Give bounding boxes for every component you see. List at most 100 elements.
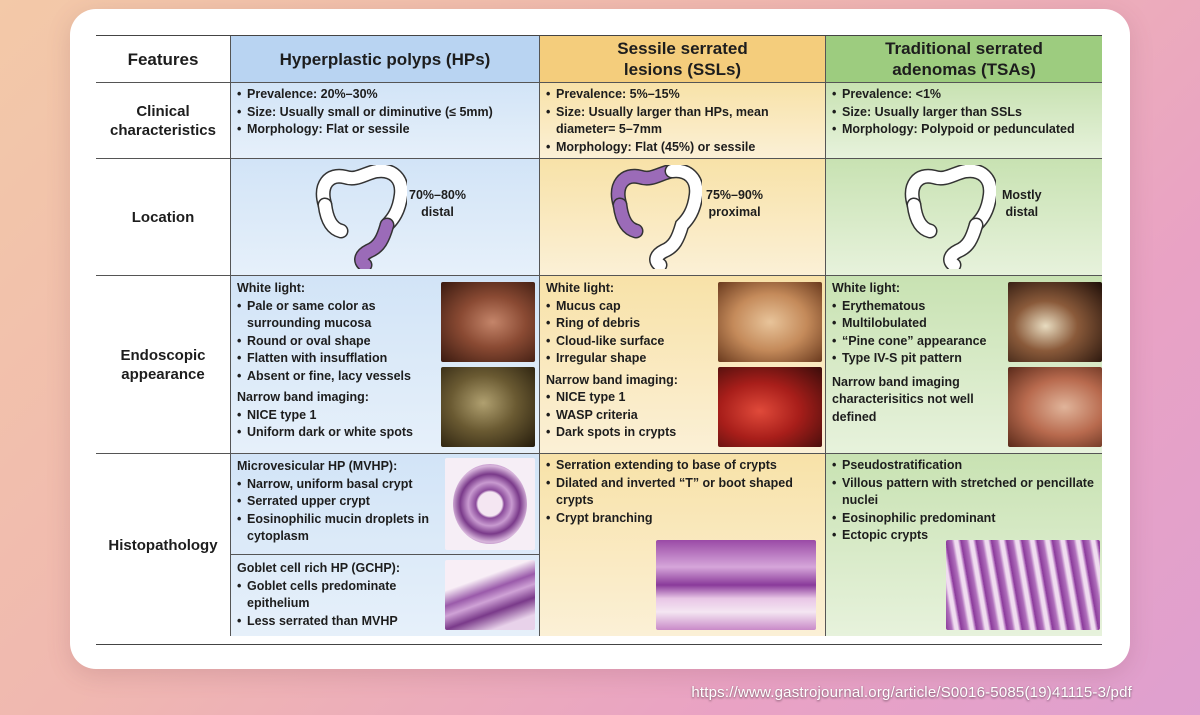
header-hp: Hyperplastic polyps (HPs) (230, 36, 539, 83)
bullet-item: NICE type 1 (237, 407, 437, 425)
clinical-tsa: Prevalence: <1% Size: Usually larger tha… (825, 83, 1102, 159)
bullet-item: Type IV-S pit pattern (832, 350, 998, 368)
location-line: 75%–90% (706, 188, 763, 202)
bullet-item: Pale or same color as surrounding mucosa (237, 298, 437, 333)
bullet-item: Pseudostratification (832, 457, 1098, 475)
location-ssl: 75%–90% proximal (539, 159, 825, 276)
header-ssl-line: Sessile serrated (617, 39, 748, 58)
bullet-item: NICE type 1 (546, 389, 712, 407)
header-tsa: Traditional serrated adenomas (TSAs) (825, 36, 1102, 83)
endoscopy-white-light-photo (1008, 282, 1102, 362)
bullet-item: Uniform dark or white spots (237, 424, 437, 442)
bullet-item: Prevalence: 5%–15% (546, 86, 821, 104)
bullet-item: Goblet cells predominate epithelium (237, 578, 437, 613)
bullet-item: Morphology: Flat or sessile (237, 121, 535, 139)
clinical-ssl: Prevalence: 5%–15% Size: Usually larger … (539, 83, 825, 159)
header-ssl: Sessile serrated lesions (SSLs) (539, 36, 825, 83)
bullet-item: Mucus cap (546, 298, 712, 316)
clinical-hp: Prevalence: 20%–30% Size: Usually small … (230, 83, 539, 159)
white-light-title: White light: (832, 281, 901, 295)
endoscopic-ssl: White light: Mucus cap Ring of debris Cl… (539, 276, 825, 454)
histopathology-ssl: Serration extending to base of crypts Di… (539, 454, 825, 636)
endoscopy-nbi-photo (718, 367, 822, 447)
location-hp-text: 70%–80% distal (409, 187, 466, 221)
location-line: distal (421, 205, 454, 219)
endoscopy-white-light-photo (718, 282, 822, 362)
gchp-histology-image (445, 560, 535, 630)
endoscopy-white-light-photo (441, 282, 535, 362)
colon-proximal-diagram (610, 165, 702, 269)
mvhp-title: Microvesicular HP (MVHP): (237, 459, 398, 473)
row-label-line: Endoscopic (120, 346, 206, 364)
bullet-item: Villous pattern with stretched or pencil… (832, 475, 1098, 510)
nbi-title: Narrow band imaging: (546, 372, 678, 387)
location-tsa: Mostly distal (825, 159, 1102, 276)
location-line: Mostly (1002, 188, 1042, 202)
bullet-item: Serration extending to base of crypts (546, 457, 821, 475)
histopathology-hp: Microvesicular HP (MVHP): Narrow, unifor… (230, 454, 539, 636)
location-ssl-text: 75%–90% proximal (706, 187, 763, 221)
nbi-title: Narrow band imaging: (237, 390, 369, 404)
location-hp: 70%–80% distal (230, 159, 539, 276)
ssl-histology-image (656, 540, 816, 630)
endoscopic-tsa: White light: Erythematous Multilobulated… (825, 276, 1102, 454)
mvhp-histology-image (445, 458, 535, 550)
bullet-item: Absent or fine, lacy vessels (237, 368, 437, 386)
histopathology-tsa: Pseudostratification Villous pattern wit… (825, 454, 1102, 636)
colon-distal-diagram (904, 165, 996, 269)
bullet-item: Erythematous (832, 298, 998, 316)
bullet-item: Round or oval shape (237, 333, 437, 351)
bullet-item: “Pine cone” appearance (832, 333, 998, 351)
header-hp-label: Hyperplastic polyps (HPs) (279, 49, 491, 69)
bullet-item: Dark spots in crypts (546, 424, 712, 442)
row-label-histopathology: Histopathology (96, 454, 230, 636)
source-url: https://www.gastrojournal.org/article/S0… (691, 684, 1132, 701)
bullet-item: Size: Usually larger than SSLs (832, 104, 1098, 122)
bullet-item: Flatten with insufflation (237, 350, 437, 368)
row-label-location: Location (96, 159, 230, 276)
row-label-line: appearance (121, 365, 205, 383)
row-label-line: Clinical (136, 102, 190, 120)
bullet-item: Size: Usually small or diminutive (≤ 5mm… (237, 104, 535, 122)
bullet-item: Size: Usually larger than HPs, mean diam… (546, 104, 821, 139)
bullet-item: WASP criteria (546, 407, 712, 425)
bullet-item: Eosinophilic mucin droplets in cytoplasm (237, 511, 437, 546)
bullet-item: Irregular shape (546, 350, 712, 368)
endoscopy-nbi-photo (441, 367, 535, 447)
slide-card: Features Hyperplastic polyps (HPs) Sessi… (70, 9, 1130, 669)
serrated-polyps-table: Features Hyperplastic polyps (HPs) Sessi… (96, 35, 1102, 645)
bullet-item: Crypt branching (546, 510, 821, 528)
header-ssl-line: lesions (SSLs) (623, 60, 742, 79)
endoscopy-nbi-photo (1008, 367, 1102, 447)
bullet-item: Morphology: Flat (45%) or sessile (546, 139, 821, 157)
row-label-line: Histopathology (108, 536, 218, 554)
location-line: distal (1005, 205, 1039, 219)
location-line: proximal (708, 205, 761, 219)
bullet-item: Morphology: Polypoid or pedunculated (832, 121, 1098, 139)
bullet-item: Ring of debris (546, 315, 712, 333)
bullet-item: Narrow, uniform basal crypt (237, 476, 437, 494)
header-features-label: Features (127, 49, 199, 69)
bullet-item: Eosinophilic predominant (832, 510, 1098, 528)
white-light-title: White light: (546, 281, 615, 295)
header-tsa-line: Traditional serrated (885, 39, 1043, 58)
bullet-item: Multilobulated (832, 315, 998, 333)
header-tsa-line: adenomas (TSAs) (892, 60, 1036, 79)
bullet-item: Cloud-like surface (546, 333, 712, 351)
nbi-note: Narrow band imaging characterisitics not… (832, 374, 974, 424)
white-light-title: White light: (237, 281, 306, 295)
bullet-item: Prevalence: <1% (832, 86, 1098, 104)
endoscopic-hp: White light: Pale or same color as surro… (230, 276, 539, 454)
colon-distal-diagram (315, 165, 407, 269)
histo-divider (231, 554, 539, 555)
location-tsa-text: Mostly distal (1002, 187, 1042, 221)
row-label-line: characteristics (110, 121, 216, 139)
row-label-line: Location (131, 208, 195, 226)
location-line: 70%–80% (409, 188, 466, 202)
bullet-item: Ectopic crypts (832, 527, 1098, 545)
bullet-item: Dilated and inverted “T” or boot shaped … (546, 475, 821, 510)
tsa-histology-image (946, 540, 1100, 630)
gchp-title: Goblet cell rich HP (GCHP): (237, 561, 400, 575)
